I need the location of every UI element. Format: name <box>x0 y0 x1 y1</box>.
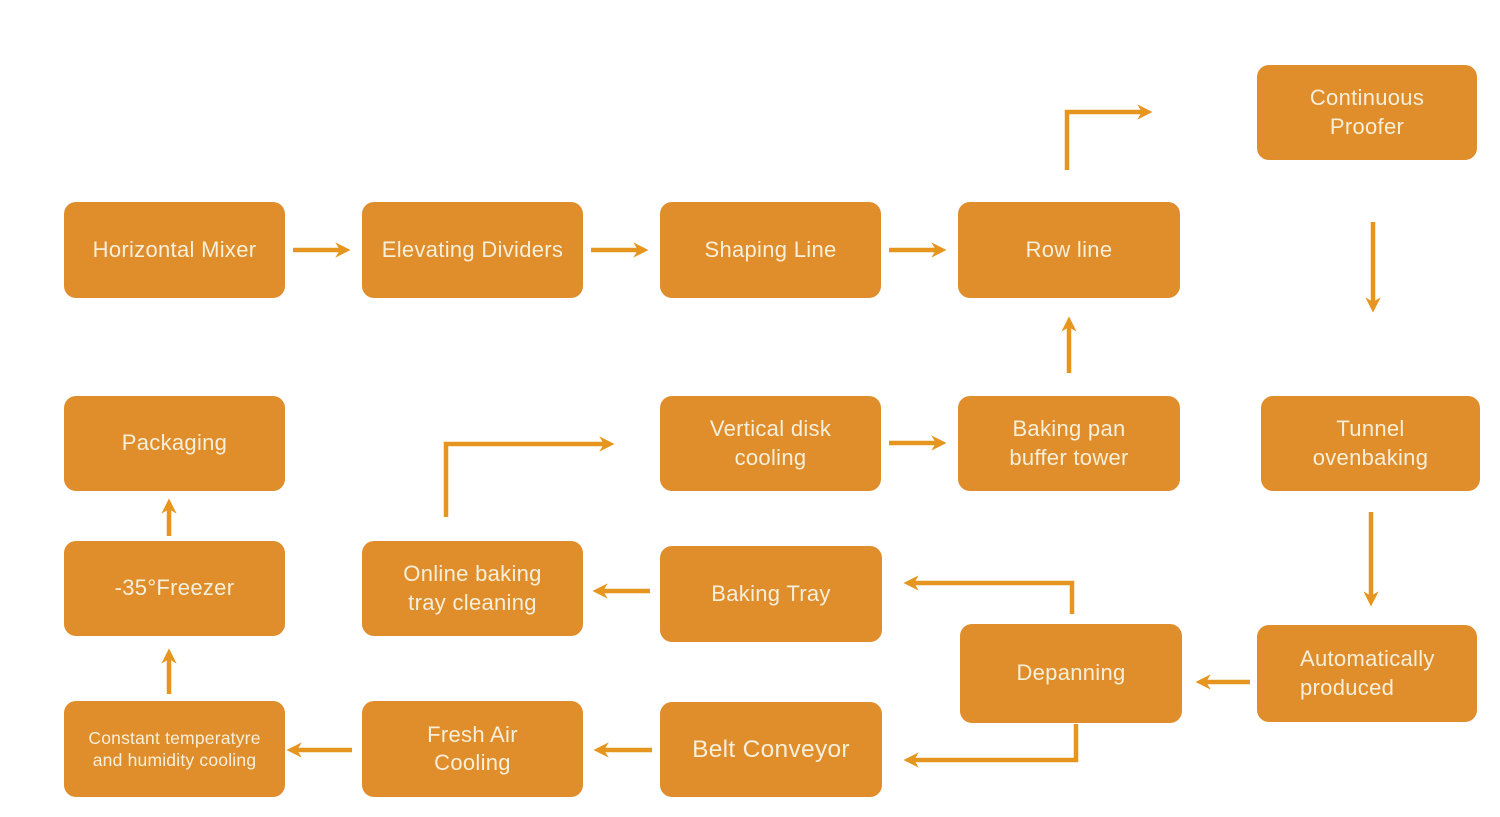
node-row-line: Row line <box>958 202 1180 298</box>
node-baking-pan-buffer-tower: Baking pan buffer tower <box>958 396 1180 491</box>
arrow-online-baking-tray-cleaning-to-vertical-disk-cooling <box>443 436 615 517</box>
arrow-depanning-to-belt-conveyor <box>903 724 1079 768</box>
node-packaging: Packaging <box>64 396 285 491</box>
node-constant-temperature-cooling: Constant temperatyre and humidity coolin… <box>64 701 285 797</box>
node-continuous-proofer: Continuous Proofer <box>1257 65 1477 160</box>
node-fresh-air-cooling: Fresh Air Cooling <box>362 701 583 797</box>
node-depanning: Depanning <box>960 624 1182 723</box>
arrow-row-line-to-continuous-proofer <box>1064 104 1153 170</box>
node-vertical-disk-cooling: Vertical disk cooling <box>660 396 881 491</box>
node-freezer: -35°Freezer <box>64 541 285 636</box>
node-horizontal-mixer: Horizontal Mixer <box>64 202 285 298</box>
node-automatically-produced: Automatically produced <box>1257 625 1477 722</box>
node-elevating-dividers: Elevating Dividers <box>362 202 583 298</box>
arrow-depanning-to-baking-tray <box>903 575 1075 614</box>
node-shaping-line: Shaping Line <box>660 202 881 298</box>
node-belt-conveyor: Belt Conveyor <box>660 702 882 797</box>
node-baking-tray: Baking Tray <box>660 546 882 642</box>
node-online-baking-tray-cleaning: Online baking tray cleaning <box>362 541 583 636</box>
node-tunnel-ovenbaking: Tunnel ovenbaking <box>1261 396 1480 491</box>
